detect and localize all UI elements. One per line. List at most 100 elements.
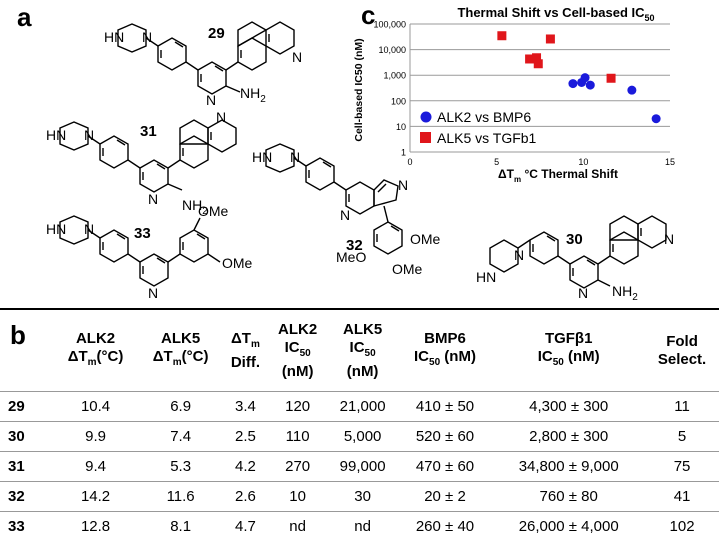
cell-alk2-dtm: 9.9	[85, 427, 106, 445]
atom-n-29c: N	[292, 49, 302, 65]
chart-x-tick: 15	[665, 157, 675, 167]
cell-alk2-dtm: 14.2	[80, 487, 111, 505]
chart-x-tick: 5	[494, 157, 499, 167]
atom-n-29b: N	[206, 92, 216, 108]
cell-dtm-diff: 3.4	[235, 397, 256, 415]
cell-alk2-dtm: 10.4	[80, 397, 111, 415]
cell-dtm-diff: 4.2	[235, 457, 256, 475]
cell-fold-select: 41	[673, 487, 691, 505]
chart-point-alk5	[606, 73, 616, 83]
chart-x-axis-label: ΔTm °C Thermal Shift	[498, 167, 618, 184]
chart-x-tick: 0	[407, 157, 412, 167]
atom-n-31a: N	[84, 127, 94, 143]
cell-alk5-dtm: 11.6	[166, 487, 195, 505]
panel-label-a: a	[17, 2, 32, 32]
cell-bmp6-ic50: 260 ± 40	[415, 517, 475, 535]
cell-tgfb1-ic50: 4,300 ± 300	[529, 397, 609, 415]
cell-alk5-ic50: 99,000	[339, 457, 386, 475]
atom-n-29a: N	[142, 29, 152, 45]
atom-ome-32b: OMe	[392, 261, 423, 277]
atom-meo-32: MeO	[336, 249, 366, 265]
atom-hn-29: HN	[104, 29, 124, 45]
legend-marker-alk2	[420, 111, 432, 123]
structure-30	[489, 215, 667, 289]
cell-tgfb1-ic50: 34,800 ± 9,000	[518, 457, 619, 475]
cell-dtm-diff: 4.7	[235, 517, 256, 535]
structure-29	[117, 21, 295, 95]
chart-point-alk2	[651, 114, 661, 124]
cell-bmp6-ic50: 470 ± 60	[415, 457, 475, 475]
compound-label-32: 32	[346, 237, 363, 254]
cell-alk5-ic50: nd	[354, 517, 371, 535]
chart-point-alk5	[545, 34, 555, 44]
chart-title: Thermal Shift vs Cell-based IC50	[457, 5, 654, 23]
atom-n-30a: N	[514, 247, 524, 263]
cell-alk5-ic50: 21,000	[339, 397, 386, 415]
chart-x-tick: 10	[578, 157, 588, 167]
atom-n-32a: N	[290, 149, 300, 165]
atom-ome-32a: OMe	[410, 231, 441, 247]
chart-y-tick: 10,000	[378, 45, 406, 55]
cell-alk2-ic50: 270	[285, 457, 311, 475]
cell-alk2-ic50: 120	[285, 397, 311, 415]
cell-fold-select: 5	[677, 427, 687, 445]
chart-y-tick: 100	[391, 96, 406, 106]
chart-point-alk5	[533, 59, 543, 69]
legend-label-alk5: ALK5 vs TGFb1	[437, 130, 537, 146]
chart-legend: ALK2 vs BMP6 ALK5 vs TGFb1	[420, 109, 537, 146]
chart-point-alk5	[525, 54, 535, 64]
chart-points	[497, 31, 661, 124]
cell-alk5-dtm: 6.9	[170, 397, 192, 415]
atom-n-30c: N	[664, 231, 674, 247]
chart-y-tick: 10	[396, 122, 406, 132]
atom-hn-31: HN	[46, 127, 66, 143]
atom-n-30b: N	[578, 285, 588, 300]
cell-compound: 29	[8, 397, 25, 415]
chart-y-tick: 100,000	[373, 20, 406, 30]
cell-alk5-dtm: 5.3	[170, 457, 192, 475]
cell-alk5-dtm: 7.4	[170, 427, 192, 445]
atom-n-32c: N	[398, 177, 408, 193]
chart-y-tick: 1	[401, 148, 406, 158]
thermal-shift-chart: Thermal Shift vs Cell-based IC50 1101001…	[353, 5, 675, 184]
compound-label-31: 31	[140, 123, 157, 140]
table-row: 29 10.4 6.9 3.4 120 21,000 410 ± 50 4,300 ± 300…	[0, 391, 719, 421]
cell-bmp6-ic50: 520 ± 60	[415, 427, 475, 445]
cell-alk2-ic50: 110	[285, 427, 310, 445]
compound-label-30: 30	[566, 231, 583, 248]
chart-point-alk5	[532, 53, 542, 63]
atom-hn-32: HN	[252, 149, 272, 165]
cell-alk5-dtm: 8.1	[170, 517, 192, 535]
chart-point-alk2	[580, 73, 590, 83]
atom-hn-30: HN	[476, 269, 496, 285]
cell-compound: 33	[8, 517, 25, 535]
cell-alk5-ic50: 30	[354, 487, 371, 505]
chart-gridlines	[409, 23, 670, 153]
compound-label-33: 33	[134, 225, 151, 242]
atom-nh2-30: NH2	[612, 283, 638, 300]
cell-bmp6-ic50: 410 ± 50	[415, 397, 475, 415]
cell-fold-select: 11	[674, 397, 690, 415]
atom-n-31b: N	[148, 191, 158, 207]
panel-label-b: b	[10, 320, 26, 350]
cell-compound: 30	[8, 427, 25, 445]
cell-alk2-ic50: 10	[289, 487, 306, 505]
atom-n-32b: N	[340, 207, 350, 223]
cell-tgfb1-ic50: 760 ± 80	[539, 487, 598, 505]
cell-fold-select: 102	[669, 517, 695, 535]
atom-n-33b: N	[148, 285, 158, 300]
atom-ome-33b: OMe	[222, 255, 253, 271]
cell-dtm-diff: 2.5	[235, 427, 256, 445]
